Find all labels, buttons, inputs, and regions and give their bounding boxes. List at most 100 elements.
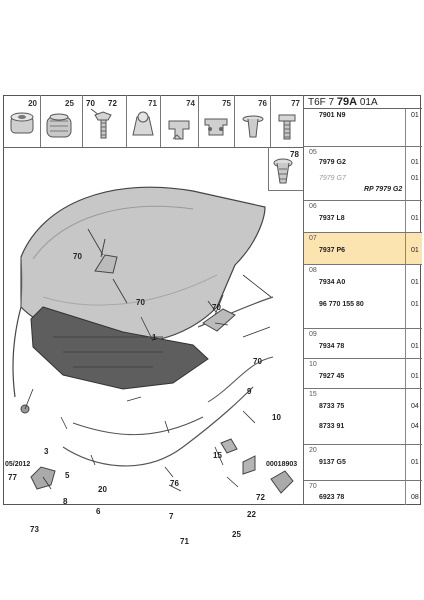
hood-lock [30, 466, 56, 490]
hood-liner [30, 306, 209, 390]
callout-7: 7 [169, 512, 174, 521]
callout-9: 9 [247, 387, 252, 396]
strip-label-74: 74 [186, 99, 195, 108]
parts-row: 7934 A0 01 [304, 279, 422, 290]
callout-70-b: 70 [136, 298, 145, 307]
group-number: 06 [309, 203, 317, 210]
part-ref: 9137 G5 [319, 459, 346, 466]
part-ref: 7934 78 [319, 343, 345, 350]
callout-71: 71 [180, 537, 189, 546]
strip-label-20: 20 [28, 99, 37, 108]
hood-exploded-view [12, 186, 294, 494]
strip-cell-71: 71 [127, 95, 161, 147]
callout-77: 77 [8, 473, 17, 482]
strip-cell-70-72: 70 72 [83, 95, 127, 147]
parts-row: 8733 91 04 [304, 423, 422, 434]
parts-group-selected[interactable]: 07 7937 P6 01 [304, 233, 422, 265]
parts-row: 7937 P6 01 [304, 247, 422, 258]
callout-5: 5 [65, 471, 70, 480]
parts-group: 10 7927 45 01 [304, 359, 422, 389]
part-qty: 01 [411, 175, 419, 182]
parts-row: 7927 45 01 [304, 373, 422, 384]
strip-label-71: 71 [148, 99, 157, 108]
callout-3: 3 [44, 447, 49, 456]
parts-group: 08 7934 A0 01 96 770 155 80 01 [304, 265, 422, 329]
part-ref: 6923 78 [319, 494, 345, 501]
header-code-suffix: 01A [359, 97, 378, 108]
part-qty: 01 [411, 373, 419, 380]
hinge-left [94, 238, 118, 274]
release-cable [62, 386, 254, 467]
callout-22: 22 [247, 510, 256, 519]
parts-group: 06 7937 L8 01 [304, 201, 422, 233]
strip-cell-25: 25 [41, 95, 83, 147]
extra-part-label: 78 [290, 150, 299, 159]
group-number: 08 [309, 267, 317, 274]
callout-6: 6 [96, 507, 101, 516]
parts-row: 7901 N9 01 [304, 112, 422, 123]
group-number: 15 [309, 391, 317, 398]
parts-group: 09 7934 78 01 [304, 329, 422, 359]
parts-row: 9137 G5 01 [304, 459, 422, 470]
callout-70-a: 70 [73, 252, 82, 261]
callout-20: 20 [98, 485, 107, 494]
callout-10: 10 [272, 413, 281, 422]
part-ref: 7979 G2 [319, 159, 346, 166]
icon-strip: 20 25 70 72 71 [3, 95, 303, 148]
part-ref: 8733 75 [319, 403, 345, 410]
part-qty: 04 [411, 423, 419, 430]
footer-code: 00018903 [266, 461, 298, 468]
part-ref: 96 770 155 80 [319, 301, 364, 308]
strip-cell-74: 74 [161, 95, 199, 147]
callout-8: 8 [63, 497, 68, 506]
part-qty: 01 [411, 215, 419, 222]
bracket-clip-icon [204, 118, 228, 136]
callout-15: 15 [213, 451, 222, 460]
strip-label-76: 76 [258, 99, 267, 108]
parts-row: 7979 G2 01 [304, 159, 422, 170]
parts-row: 7937 L8 01 [304, 215, 422, 226]
part-ref: 8733 91 [319, 423, 345, 430]
latch [270, 470, 294, 494]
part-qty: 01 [411, 159, 419, 166]
part-qty: 08 [411, 494, 419, 501]
group-number: 10 [309, 361, 317, 368]
group-number: 70 [309, 483, 317, 490]
strip-label-75: 75 [222, 99, 231, 108]
parts-group: 20 9137 G5 01 [304, 445, 422, 481]
group-number: 20 [309, 447, 317, 454]
callout-25: 25 [232, 530, 241, 539]
part-ref: 7979 G7 [319, 175, 346, 182]
callout-76: 76 [170, 479, 179, 488]
parts-group: 15 8733 75 04 8733 91 04 [304, 389, 422, 445]
part-qty: 01 [411, 112, 419, 119]
strip-label-70: 70 [86, 99, 95, 108]
part-ref: 7937 L8 [319, 215, 345, 222]
retainer-icon [168, 120, 190, 140]
header-code-prefix: T6F 7 [308, 97, 335, 108]
strip-cell-20: 20 [3, 95, 41, 147]
parts-row: 7934 78 01 [304, 343, 422, 354]
parts-list-header: T6F 7 79A 01A [304, 95, 422, 109]
strip-cell-75: 75 [199, 95, 235, 147]
strip-label-72: 72 [108, 99, 117, 108]
callout-70-c: 70 [212, 303, 221, 312]
grommet-icon [10, 112, 34, 134]
parts-diagram-sheet: 20 25 70 72 71 [0, 95, 424, 546]
parts-group: 70 6923 78 08 [304, 481, 422, 505]
group-number: 09 [309, 331, 317, 338]
strip-label-25: 25 [65, 99, 74, 108]
part-qty: 01 [411, 343, 419, 350]
parts-group: 7901 N9 01 [304, 109, 422, 147]
part-ref: 7937 P6 [319, 247, 346, 254]
part-qty: 01 [411, 301, 419, 308]
sheet-frame [3, 95, 421, 505]
callout-1: 1 [152, 333, 157, 342]
part-ref: 7927 45 [319, 373, 345, 380]
parts-row: 6923 78 08 [304, 494, 422, 505]
strip-cell-77: 77 [271, 95, 303, 147]
group-number: 05 [309, 149, 317, 156]
clip-icon [132, 111, 154, 136]
part-qty: 01 [411, 459, 419, 466]
callout-70-d: 70 [253, 357, 262, 366]
